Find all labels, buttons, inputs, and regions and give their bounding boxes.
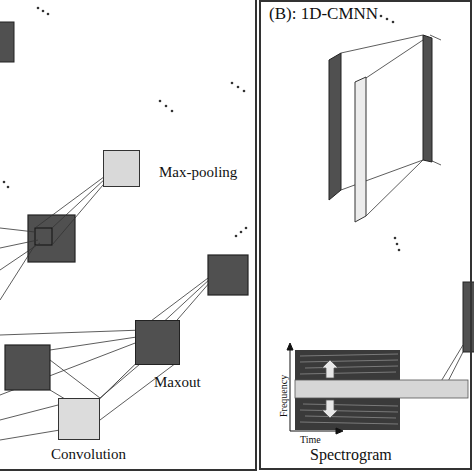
node-label: (B): 1D-CMNN — [269, 4, 378, 24]
axis-lines — [287, 343, 343, 434]
spectrogram-figure: FrequencyTimeSpectrogram — [280, 342, 430, 466]
maxout-map: Maxout — [135, 320, 180, 365]
axis-label: Frequency — [278, 375, 290, 417]
node-label: Max-pooling — [159, 164, 237, 181]
panel-frame — [0, 0, 256, 470]
feature-slab — [355, 77, 366, 222]
feature-slab — [463, 282, 474, 352]
connector-stroke — [100, 364, 135, 398]
feature-slab — [329, 53, 341, 200]
receptive-patch — [35, 228, 52, 245]
shift-arrow — [322, 400, 338, 418]
feature-map — [0, 22, 14, 62]
node-label: Time — [300, 434, 321, 446]
panel-frame: (B): 1D-CMNN FrequencyTimeSpectrogram — [259, 0, 472, 470]
convolution-box: Convolution — [58, 398, 100, 440]
node-label: Spectrogram — [310, 446, 392, 464]
feature-map — [28, 215, 75, 262]
connector-line — [100, 364, 135, 398]
shift-arrow — [322, 360, 338, 378]
projection-lines — [0, 165, 224, 440]
projection-lines — [341, 35, 463, 397]
feature-map — [5, 345, 50, 390]
node-label: Convolution — [51, 446, 126, 463]
frequency-band — [295, 380, 468, 398]
feature-slab — [423, 35, 432, 162]
feature-map — [208, 255, 248, 295]
node-label: Maxout — [154, 374, 201, 391]
pooling-map: Max-pooling — [103, 150, 140, 187]
